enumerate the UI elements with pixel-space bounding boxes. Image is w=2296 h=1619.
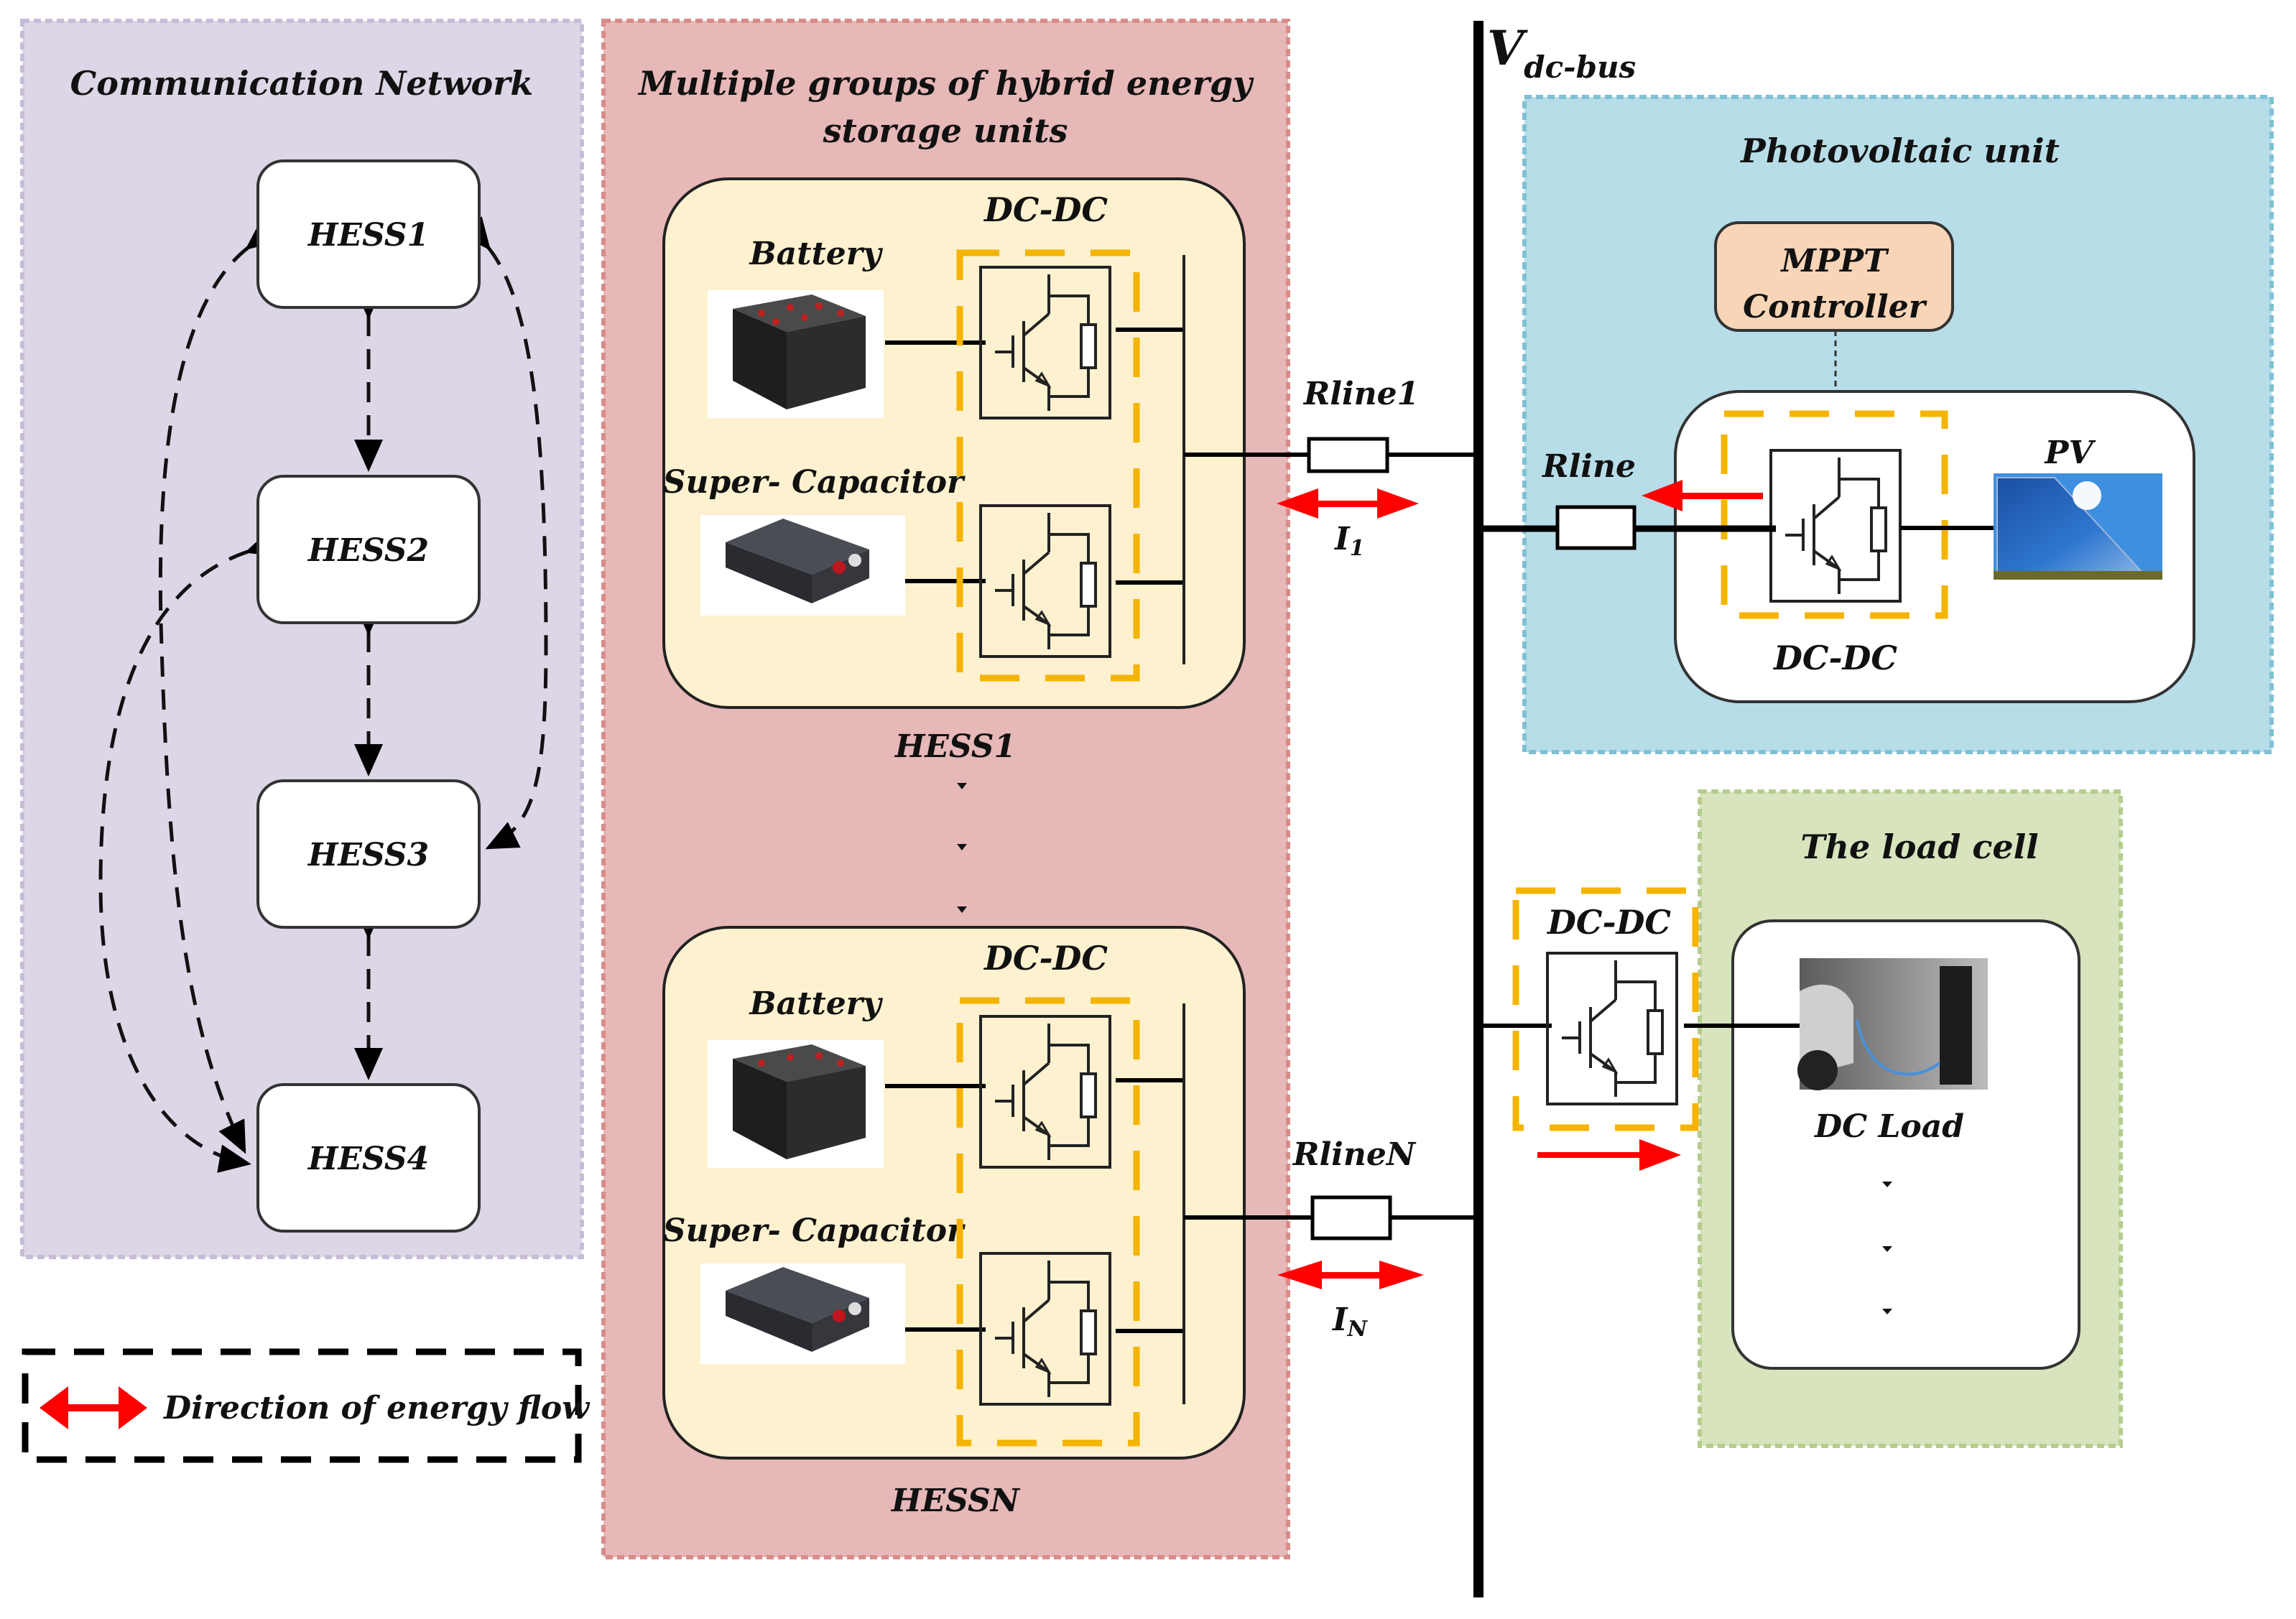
node-label: HESS4 [307, 1141, 429, 1177]
battery-icon [708, 290, 884, 418]
converter-label: DC-DC [983, 190, 1108, 229]
rline1-label: Rline1 [1302, 376, 1420, 412]
battery-icon [708, 1040, 884, 1168]
hessn-label: HESSN [890, 1483, 1021, 1519]
battery-label: Battery [748, 236, 884, 272]
double-arrow-icon [1277, 1261, 1424, 1289]
communication-links [98, 216, 548, 1173]
converter-dashed-frame [1512, 887, 1699, 1131]
i1-label: I1 [1333, 521, 1364, 561]
energy-flow-arrow-right-icon [1537, 1139, 1681, 1171]
load-converter-label: DC-DC [1546, 903, 1671, 942]
hess-groups-title-line1: Multiple groups of hybrid energy [637, 64, 1254, 103]
converter-icon [1546, 952, 1678, 1105]
photovoltaic-unit-panel: Photovoltaic unit MPPT Controller DC-DC … [1478, 95, 2274, 754]
line-hess1-to-bus: Rline1 I1 [1184, 376, 1477, 561]
supercapacitor-icon [700, 1263, 905, 1364]
communication-network-panel: Communication Network HESS1 HESS2 HESS3 [20, 19, 584, 1259]
converter-dashed-frame [956, 997, 1140, 1447]
line-hessn-to-bus: RlineN IN [1184, 1136, 1477, 1342]
hess-unit-1[interactable]: DC-DC Battery Super- Capacitor [662, 177, 1246, 709]
hess1-label: HESS1 [894, 728, 1016, 765]
legend: Direction of energy flow [22, 1348, 591, 1463]
battery-label: Battery [748, 985, 884, 1022]
legend-label: Direction of energy flow [162, 1390, 591, 1427]
hess-groups-panel: Multiple groups of hybrid energy storage… [601, 19, 1290, 1559]
dc-bus: Vdc-bus [1473, 20, 1636, 1597]
supercap-label: Super- Capacitor [663, 1212, 966, 1249]
ev-charger-icon [1797, 958, 1988, 1090]
resistor-rlinen [1310, 1195, 1392, 1240]
node-label: HESS2 [307, 532, 429, 569]
rline-label: Rline [1541, 448, 1636, 485]
node-label: HESS3 [307, 837, 429, 873]
in-label: IN [1331, 1302, 1369, 1342]
node-hess2[interactable]: HESS2 [256, 475, 481, 624]
double-arrow-icon [1277, 488, 1419, 519]
pv-label: PV [2043, 435, 2096, 471]
load-cell-panel: The load cell DC Load [1684, 789, 2123, 1448]
supercap-label: Super- Capacitor [663, 464, 966, 501]
node-hess4[interactable]: HESS4 [256, 1083, 481, 1233]
ellipsis-dots [957, 783, 967, 913]
double-arrow-icon [40, 1386, 147, 1429]
resistor-rline [1555, 505, 1637, 550]
mppt-label-line1: MPPT [1779, 243, 1889, 279]
hess-groups-title-line2: storage units [823, 111, 1068, 150]
solar-panel-icon [1994, 473, 2162, 580]
converter-label: DC-DC [983, 939, 1108, 978]
node-hess1[interactable]: HESS1 [256, 159, 481, 309]
node-hess3[interactable]: HESS3 [256, 779, 481, 929]
rlinen-label: RlineN [1292, 1136, 1417, 1173]
dc-load-box[interactable]: DC Load [1684, 919, 2080, 1370]
converter-dashed-frame [1721, 410, 1948, 619]
ellipsis-dots [1882, 1182, 1892, 1314]
hess-unit-n[interactable]: DC-DC Battery Super- Capacitor [662, 926, 1246, 1460]
link-hess2-hess4 [98, 529, 280, 1173]
load-converter[interactable]: DC-DC [1478, 887, 1699, 1171]
pv-converter-label: DC-DC [1772, 639, 1897, 677]
supercapacitor-icon [700, 515, 905, 616]
converter-dashed-frame [956, 249, 1140, 682]
bus-label: Vdc-bus [1487, 20, 1636, 85]
pv-subsystem[interactable]: DC-DC PV [1674, 390, 2195, 703]
mppt-label-line2: Controller [1743, 289, 1927, 325]
mppt-controller[interactable]: MPPT Controller [1714, 221, 1954, 332]
link-hess1-hess4 [158, 218, 279, 1154]
dc-load-label: DC Load [1813, 1108, 1964, 1145]
communication-network-title: Communication Network [70, 64, 534, 103]
energy-flow-arrow-left-icon [1642, 480, 1763, 511]
node-label: HESS1 [307, 217, 429, 254]
pv-unit-title: Photovoltaic unit [1739, 131, 2060, 170]
link-hess1-hess3 [459, 216, 548, 850]
resistor-rline1 [1307, 437, 1389, 473]
load-cell-title: The load cell [1800, 827, 2038, 866]
